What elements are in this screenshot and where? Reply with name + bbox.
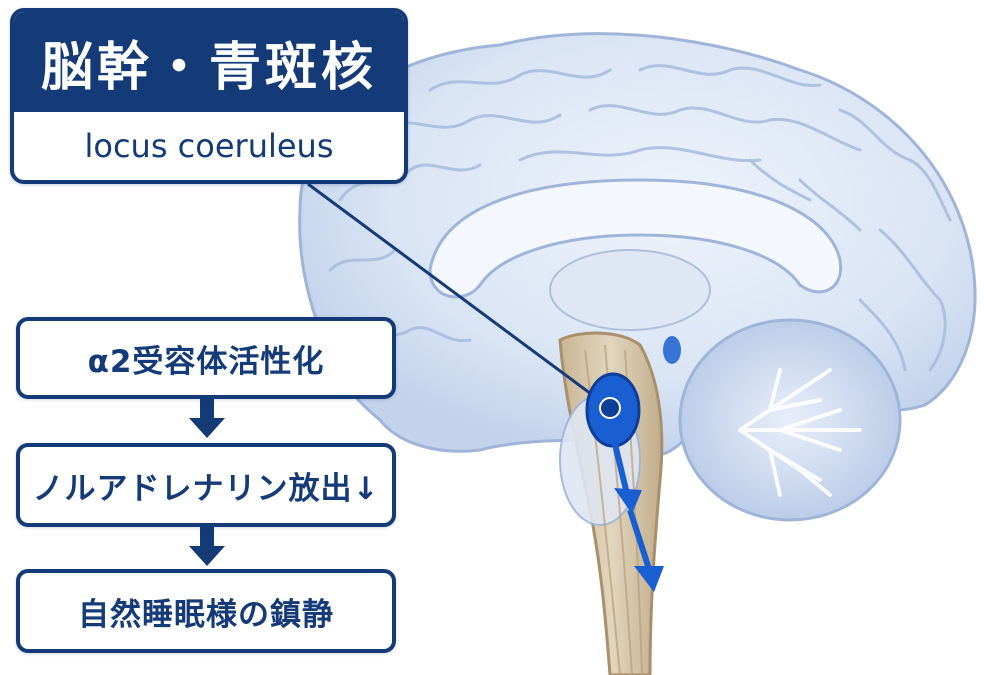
title-sub: locus coeruleus [14, 112, 404, 180]
title-main: 脳幹・青斑核 [14, 12, 404, 112]
flow-step-2: ノルアドレナリン放出↓ [16, 443, 396, 527]
down-arrow-icon [189, 527, 225, 566]
flow-step-3: 自然睡眠様の鎮静 [16, 569, 396, 653]
locus-coeruleus-dot [600, 398, 620, 418]
title-box: 脳幹・青斑核 locus coeruleus [10, 8, 408, 184]
down-arrow-icon [189, 399, 225, 438]
flow-step-1: α2受容体活性化 [16, 317, 396, 399]
small-blue-marker [663, 336, 681, 364]
thalamus [550, 250, 710, 330]
cerebellum [680, 320, 900, 520]
